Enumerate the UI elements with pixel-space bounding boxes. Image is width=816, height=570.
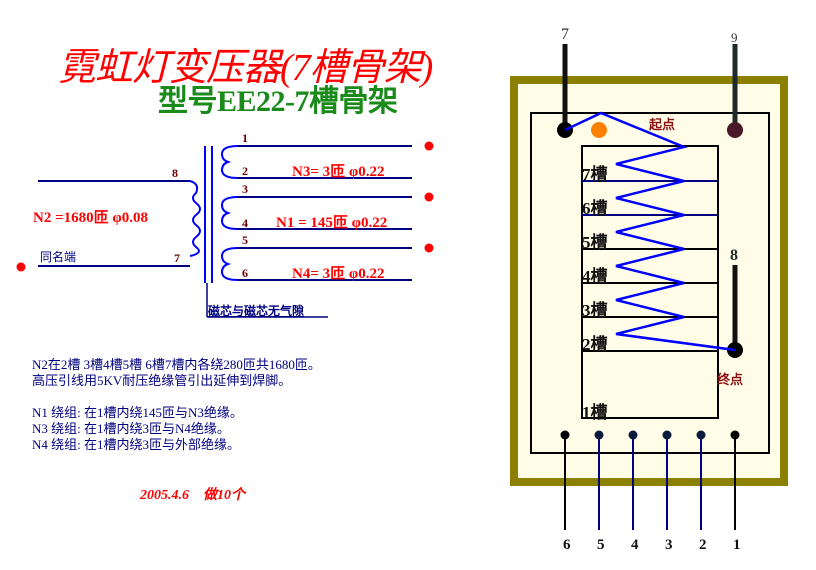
pin-6-dot	[560, 430, 570, 440]
n1-winding-label: N1 = 145匝 φ0.22	[276, 215, 388, 231]
bobbin-pin-7-label: 7	[561, 26, 569, 43]
start-marker-dot	[591, 122, 607, 138]
slot-7-label: 7槽	[582, 165, 608, 184]
pin-6-label: 6	[242, 266, 248, 280]
bottom-pin-3-label: 3	[665, 537, 673, 553]
n3-winding-label: N3= 3匝 φ0.22	[292, 164, 385, 180]
bobbin-outline	[530, 112, 770, 454]
pin-5-label: 5	[242, 233, 248, 247]
bottom-pin-5-label: 5	[597, 537, 605, 553]
note-line: N4 绕组: 在1槽内绕3匝与外部绝缘。	[32, 437, 241, 452]
pin-9-dot	[727, 122, 743, 138]
pin-4-dot	[628, 430, 638, 440]
bobbin-diagram	[510, 44, 788, 530]
secondary-n1	[220, 192, 434, 230]
secondary-n3	[220, 141, 434, 179]
notes-block: N2在2槽 3槽4槽5槽 6槽7槽内各绕280匝共1680匝。 高压引线用5KV…	[32, 357, 321, 453]
bottom-pin-6-label: 6	[563, 537, 571, 553]
note-line: N3 绕组: 在1槽内绕3匝与N4绝缘。	[32, 421, 230, 436]
start-point-label: 起点	[649, 118, 676, 133]
n2-winding-zigzag	[564, 111, 736, 352]
pin-1-label: 1	[242, 131, 248, 145]
dot-marker-n3	[424, 141, 434, 151]
slot-2-label: 2槽	[582, 335, 608, 354]
dot-marker-primary	[16, 262, 26, 272]
slot-1-label: 1槽	[582, 403, 608, 422]
slot-4-label: 4槽	[582, 267, 608, 286]
bottom-pin-4-label: 4	[631, 537, 639, 553]
same-end-label: 同名端	[40, 250, 77, 264]
bobbin-pin-8-label: 8	[730, 247, 738, 264]
pin-2-label: 2	[242, 164, 248, 178]
primary-winding-label: N2 =1680匝 φ0.08	[33, 210, 148, 226]
core-gap-note: 磁芯与磁芯无气隙	[208, 304, 305, 318]
slot-6-label: 6槽	[582, 199, 608, 218]
secondary-n4	[220, 243, 434, 281]
page-title: 霓虹灯变压器(7槽骨架)	[58, 47, 433, 89]
bobbin-pin-9-label: 9	[731, 30, 738, 45]
n4-winding-label: N4= 3匝 φ0.22	[292, 266, 385, 282]
note-line	[32, 389, 321, 405]
pin-1-dot	[730, 430, 740, 440]
dot-marker-n1	[424, 192, 434, 202]
primary-coil	[189, 180, 201, 257]
coil-n3	[220, 145, 239, 179]
slot-3-label: 3槽	[582, 301, 608, 320]
pin-5-dot	[594, 430, 604, 440]
model-subtitle: 型号EE22-7槽骨架	[158, 85, 398, 118]
slot-5-label: 5槽	[582, 233, 608, 252]
note-line: N2在2槽 3槽4槽5槽 6槽7槽内各绕280匝共1680匝。	[32, 357, 321, 372]
pin-3-dot	[662, 430, 672, 440]
primary-pin-bottom-label: 7	[174, 251, 180, 265]
coil-n1	[220, 196, 239, 230]
footer-date: 2005.4.6	[140, 488, 189, 503]
end-point-label: 终点	[717, 373, 744, 388]
dot-marker-n4	[424, 243, 434, 253]
note-line: 高压引线用5KV耐压绝缘管引出延伸到焊脚。	[32, 373, 292, 388]
bottom-pin-1-label: 1	[733, 537, 741, 553]
coil-n4	[220, 247, 239, 281]
note-line: N1 绕组: 在1槽内绕145匝与N3绝缘。	[32, 405, 243, 420]
footer-quantity: 做10个	[203, 488, 245, 503]
pin-4-label: 4	[242, 216, 248, 230]
footer-date-line: 2005.4.6 做10个	[140, 484, 245, 504]
primary-pin-top-label: 8	[172, 166, 178, 180]
bottom-pin-2-label: 2	[699, 537, 707, 553]
pin-2-dot	[696, 430, 706, 440]
pin-3-label: 3	[242, 182, 248, 196]
bottom-pins	[560, 430, 740, 530]
